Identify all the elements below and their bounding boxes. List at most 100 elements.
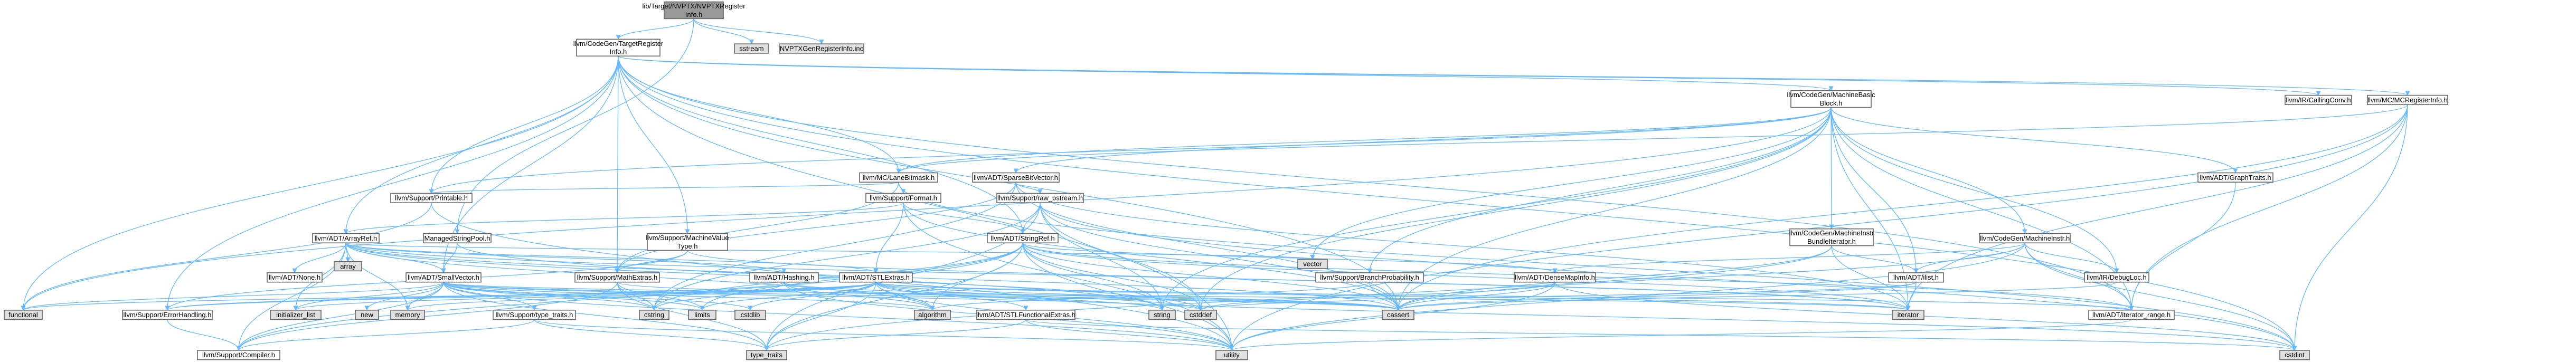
- node-mibundle[interactable]: llvm/CodeGen/MachineInstrBundleIterator.…: [1789, 228, 1874, 246]
- edge-mbb-to-gtraits: [1830, 107, 2238, 174]
- edge-tri-to-arrayref: [343, 56, 619, 234]
- node-label-format-0: llvm/Support/Format.h: [870, 194, 937, 202]
- node-printable[interactable]: llvm/Support/Printable.h: [390, 193, 473, 203]
- node-arrayref[interactable]: llvm/ADT/ArrayRef.h: [312, 233, 380, 244]
- node-string[interactable]: string: [1148, 309, 1176, 320]
- edge-smallvec-to-new: [364, 282, 444, 311]
- node-label-rawos-0: llvm/Support/raw_ostream.h: [997, 194, 1083, 202]
- node-densemap[interactable]: llvm/ADT/DenseMapInfo.h: [1514, 272, 1596, 283]
- node-cconv[interactable]: llvm/IR/CallingConv.h: [2285, 94, 2352, 106]
- node-array[interactable]: array: [334, 261, 362, 272]
- edge-root-to-sstream: [693, 18, 754, 45]
- node-new[interactable]: new: [355, 309, 379, 320]
- node-label-mvt-0: llvm/Support/MachineValue: [646, 234, 729, 242]
- edge-branchprob-to-algorithm: [930, 282, 1370, 311]
- edge-stringref-to-cstring: [652, 243, 1023, 311]
- edge-stringref-to-densemap: [1022, 242, 1558, 273]
- edge-stringref-to-string: [1022, 243, 1165, 311]
- node-label-stdtt-0: type_traits: [751, 351, 782, 359]
- node-label-errh-0: llvm/Support/ErrorHandling.h: [124, 311, 212, 319]
- edge-smallvec-to-iterator: [443, 282, 1910, 311]
- node-label-tri-0: llvm/CodeGen/TargetRegister: [573, 40, 664, 47]
- node-rawos[interactable]: llvm/Support/raw_ostream.h: [996, 193, 1084, 203]
- node-nvinc[interactable]: NVPTXGenRegisterInfo.inc: [779, 43, 864, 54]
- edge-smallvec-to-cstring: [443, 282, 657, 311]
- node-label-array-0: array: [340, 262, 356, 270]
- node-cstdlib[interactable]: cstdlib: [734, 309, 766, 320]
- edge-smallvec-to-initlist: [293, 282, 444, 311]
- node-box-mcreg: [2367, 94, 2448, 106]
- node-box-hashing: [749, 272, 819, 283]
- node-minstr[interactable]: llvm/CodeGen/MachineInstr.h: [1979, 233, 2071, 244]
- node-vector[interactable]: vector: [1297, 259, 1328, 269]
- node-iterator[interactable]: iterator: [1892, 309, 1924, 320]
- edge-mibundle-to-ilist: [1831, 245, 1919, 273]
- edge-rawos-to-cstring: [652, 203, 1041, 311]
- node-irdebug[interactable]: llvm/IR/DebugLoc.h: [2084, 272, 2149, 283]
- node-cstddef[interactable]: cstddef: [1184, 309, 1217, 320]
- edge-mcreg-to-cstdint: [2292, 104, 2408, 351]
- edge-mbb-to-functional: [21, 107, 1832, 311]
- node-box-cstddef: [1184, 309, 1217, 320]
- edge-lanebm-to-cstdint: [898, 182, 2297, 351]
- node-compiler[interactable]: llvm/Support/Compiler.h: [197, 350, 280, 360]
- node-hashing[interactable]: llvm/ADT/Hashing.h: [749, 272, 819, 283]
- node-label-adtnone-0: llvm/ADT/None.h: [269, 273, 320, 281]
- node-msp[interactable]: ManagedStringPool.h: [423, 233, 492, 244]
- edge-stringref-to-cassert: [1022, 243, 1401, 311]
- node-gtraits[interactable]: llvm/ADT/GraphTraits.h: [2197, 172, 2273, 183]
- edge-format-to-stringref: [903, 202, 1025, 234]
- node-initlist[interactable]: initializer_list: [270, 309, 322, 320]
- edge-stlextras-to-errh: [165, 282, 876, 311]
- node-mathext[interactable]: llvm/Support/MathExtras.h: [574, 272, 660, 283]
- node-format[interactable]: llvm/Support/Format.h: [865, 193, 941, 203]
- node-sbv[interactable]: llvm/ADT/SparseBitVector.h: [972, 172, 1060, 183]
- edge-ilist-to-iterator: [1905, 282, 1917, 311]
- node-label-itrange-0: llvm/ADT/iterator_range.h: [2092, 311, 2171, 319]
- edge-tri-to-mbb: [618, 55, 1833, 91]
- node-box-msp: [423, 233, 492, 244]
- node-stlfunc[interactable]: llvm/ADT/STLFunctionalExtras.h: [976, 309, 1075, 320]
- edge-typetraits-to-utility: [534, 319, 1234, 351]
- node-box-adtnone: [267, 272, 323, 283]
- edge-typetraits-to-compiler: [236, 319, 535, 351]
- node-functional[interactable]: functional: [4, 309, 43, 320]
- node-label-root-0: lib/Target/NVPTX/NVPTXRegister: [642, 2, 746, 10]
- node-branchprob[interactable]: llvm/Support/BranchProbability.h: [1315, 272, 1424, 283]
- node-box-cassert: [1382, 309, 1414, 320]
- edge-rawos-to-stringref: [1020, 203, 1041, 234]
- node-label-mvt-1: Type.h: [677, 242, 697, 250]
- edge-stringref-to-iterator: [1022, 243, 1911, 311]
- node-stlextras[interactable]: llvm/ADT/STLExtras.h: [839, 272, 913, 283]
- node-memory[interactable]: memory: [390, 309, 425, 320]
- node-ilist[interactable]: llvm/ADT/ilist.h: [1888, 272, 1944, 283]
- node-cassert[interactable]: cassert: [1382, 309, 1414, 320]
- node-cstring[interactable]: cstring: [639, 309, 669, 320]
- node-utility[interactable]: utility: [1215, 350, 1248, 360]
- node-errh[interactable]: llvm/Support/ErrorHandling.h: [122, 309, 213, 320]
- edge-stlextras-to-iterator: [875, 282, 1910, 311]
- node-label-branchprob-0: llvm/Support/BranchProbability.h: [1320, 273, 1419, 281]
- node-mcreg[interactable]: llvm/MC/MCRegisterInfo.h: [2367, 94, 2448, 106]
- node-box-initlist: [270, 309, 322, 320]
- node-cstdint[interactable]: cstdint: [2279, 350, 2310, 360]
- node-smallvec[interactable]: llvm/ADT/SmallVector.h: [405, 272, 482, 283]
- node-typetraits[interactable]: llvm/Support/type_traits.h: [493, 309, 576, 320]
- node-label-mibundle-0: llvm/CodeGen/MachineInstr: [1789, 229, 1874, 237]
- node-algorithm[interactable]: algorithm: [914, 309, 951, 320]
- node-label-utility-0: utility: [1224, 351, 1240, 359]
- edge-mbb-to-irdebug: [1830, 107, 2119, 273]
- node-sstream[interactable]: sstream: [734, 43, 769, 54]
- node-limits[interactable]: limits: [688, 309, 716, 320]
- node-lanebm[interactable]: llvm/MC/LaneBitmask.h: [859, 172, 938, 183]
- node-stdtt[interactable]: type_traits: [746, 350, 787, 360]
- node-stringref[interactable]: llvm/ADT/StringRef.h: [987, 233, 1059, 244]
- node-adtnone[interactable]: llvm/ADT/None.h: [267, 272, 323, 283]
- node-itrange[interactable]: llvm/ADT/iterator_range.h: [2088, 309, 2175, 320]
- edge-stlextras-to-itrange: [875, 282, 2134, 311]
- node-label-lanebm-0: llvm/MC/LaneBitmask.h: [863, 174, 935, 182]
